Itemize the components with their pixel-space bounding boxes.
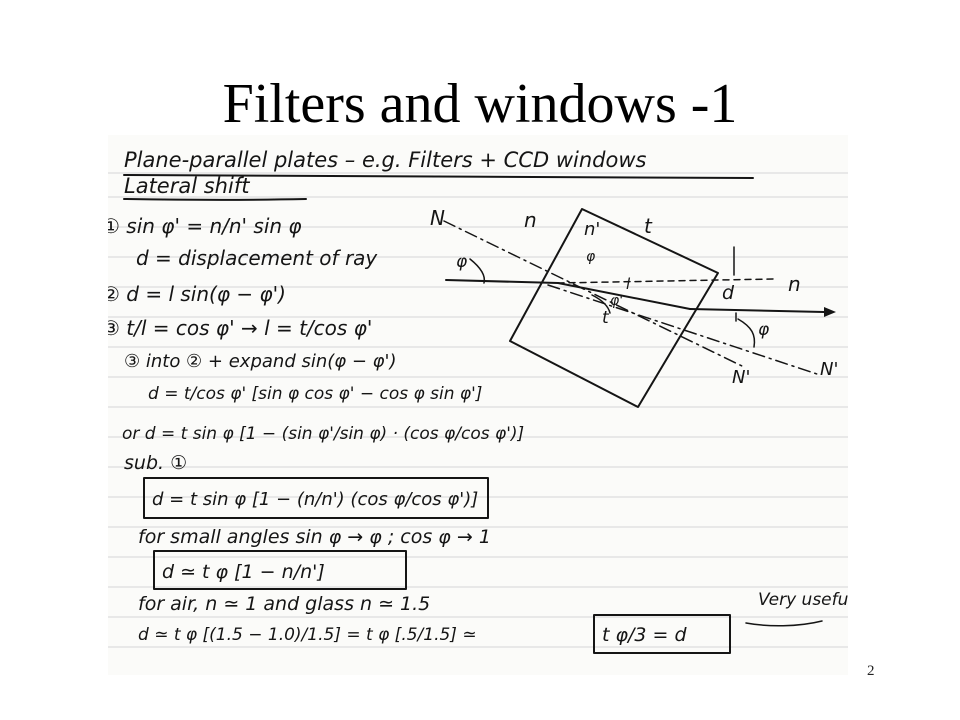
diagram-label-N-prime-2: N'	[820, 359, 838, 380]
boxed-equation-3-frame	[593, 614, 731, 654]
diagram-label-phi-top: φ	[586, 249, 596, 265]
boxed-equation-2: d ≃ t φ [1 − n/n']	[162, 561, 325, 583]
exit-ray	[689, 308, 825, 313]
ruled-lines	[108, 172, 848, 648]
substitution-note: ③ into ② + expand sin(φ − φ')	[124, 351, 397, 372]
diagram-label-phi-prime: φ'	[610, 293, 623, 309]
undeviated-ray-dashed	[557, 278, 774, 284]
slide-number: 2	[867, 663, 875, 679]
handwritten-notes-image: Plane-parallel plates – e.g. Filters + C…	[108, 135, 848, 675]
equation-2: ② d = l sin(φ − φ')	[108, 282, 286, 306]
notes-subheading: Lateral shift	[124, 174, 250, 198]
diagram-label-d: d	[722, 282, 735, 304]
exit-ray-arrowhead	[824, 307, 836, 317]
diagram-label-N: N	[430, 206, 445, 230]
heading-underline	[123, 174, 754, 179]
glass-plate	[509, 208, 719, 408]
notes-svg: Plane-parallel plates – e.g. Filters + C…	[108, 148, 848, 654]
expanded-equation: d = t/cos φ' [sin φ cos φ' − cos φ sin φ…	[148, 384, 482, 404]
final-equation: d ≃ t φ [(1.5 − 1.0)/1.5] = t φ [.5/1.5]…	[138, 625, 477, 645]
boxed-equation-1-frame	[143, 477, 489, 519]
notes-heading: Plane-parallel plates – e.g. Filters + C…	[124, 148, 646, 172]
equation-3: ③ t/l = cos φ' → l = t/cos φ'	[108, 316, 372, 340]
diagram-label-t-inner: t	[602, 308, 610, 328]
boxed-equation-1: d = t sin φ [1 − (n/n') (cos φ/cos φ')]	[152, 489, 478, 510]
boxed-equation-3: t φ/3 = d	[602, 624, 688, 646]
equation-1: ① sin φ' = n/n' sin φ	[108, 214, 302, 238]
very-useful-underline	[745, 620, 823, 627]
sub-1-note: sub. ①	[124, 452, 187, 474]
displacement-definition: d = displacement of ray	[136, 246, 378, 270]
very-useful-note: Very useful	[758, 590, 848, 610]
phi-exit-arc	[737, 318, 756, 348]
subheading-underline	[123, 198, 307, 201]
normal-line-N	[443, 220, 745, 368]
slide-title: Filters and windows -1	[222, 73, 738, 135]
diagram-label-phi-right: φ	[758, 320, 770, 340]
diagram-label-t-top: t	[644, 214, 653, 238]
diagram-label-n-right: n	[788, 272, 801, 296]
phi-prime-arc	[591, 294, 611, 314]
diagram-label-N-prime-1: N'	[732, 367, 750, 388]
alternate-equation: or d = t sin φ [1 − (sin φ'/sin φ) · (co…	[122, 424, 524, 444]
diagram-label-l: l	[626, 275, 631, 293]
phi-entry-arc	[469, 258, 486, 284]
incident-ray	[445, 279, 559, 284]
diagram-label-n: n	[524, 208, 537, 232]
boxed-equation-2-frame	[153, 550, 407, 590]
diagram-label-phi: φ	[456, 252, 468, 272]
small-angle-note: for small angles sin φ → φ ; cos φ → 1	[138, 526, 491, 548]
refraction-diagram: N n n' t φ φ φ' l t d n φ N' N'	[430, 206, 838, 408]
air-glass-note: for air, n ≃ 1 and glass n ≃ 1.5	[138, 593, 430, 615]
normal-line-N-prime	[547, 284, 821, 376]
diagram-label-n-prime: n'	[584, 219, 600, 240]
